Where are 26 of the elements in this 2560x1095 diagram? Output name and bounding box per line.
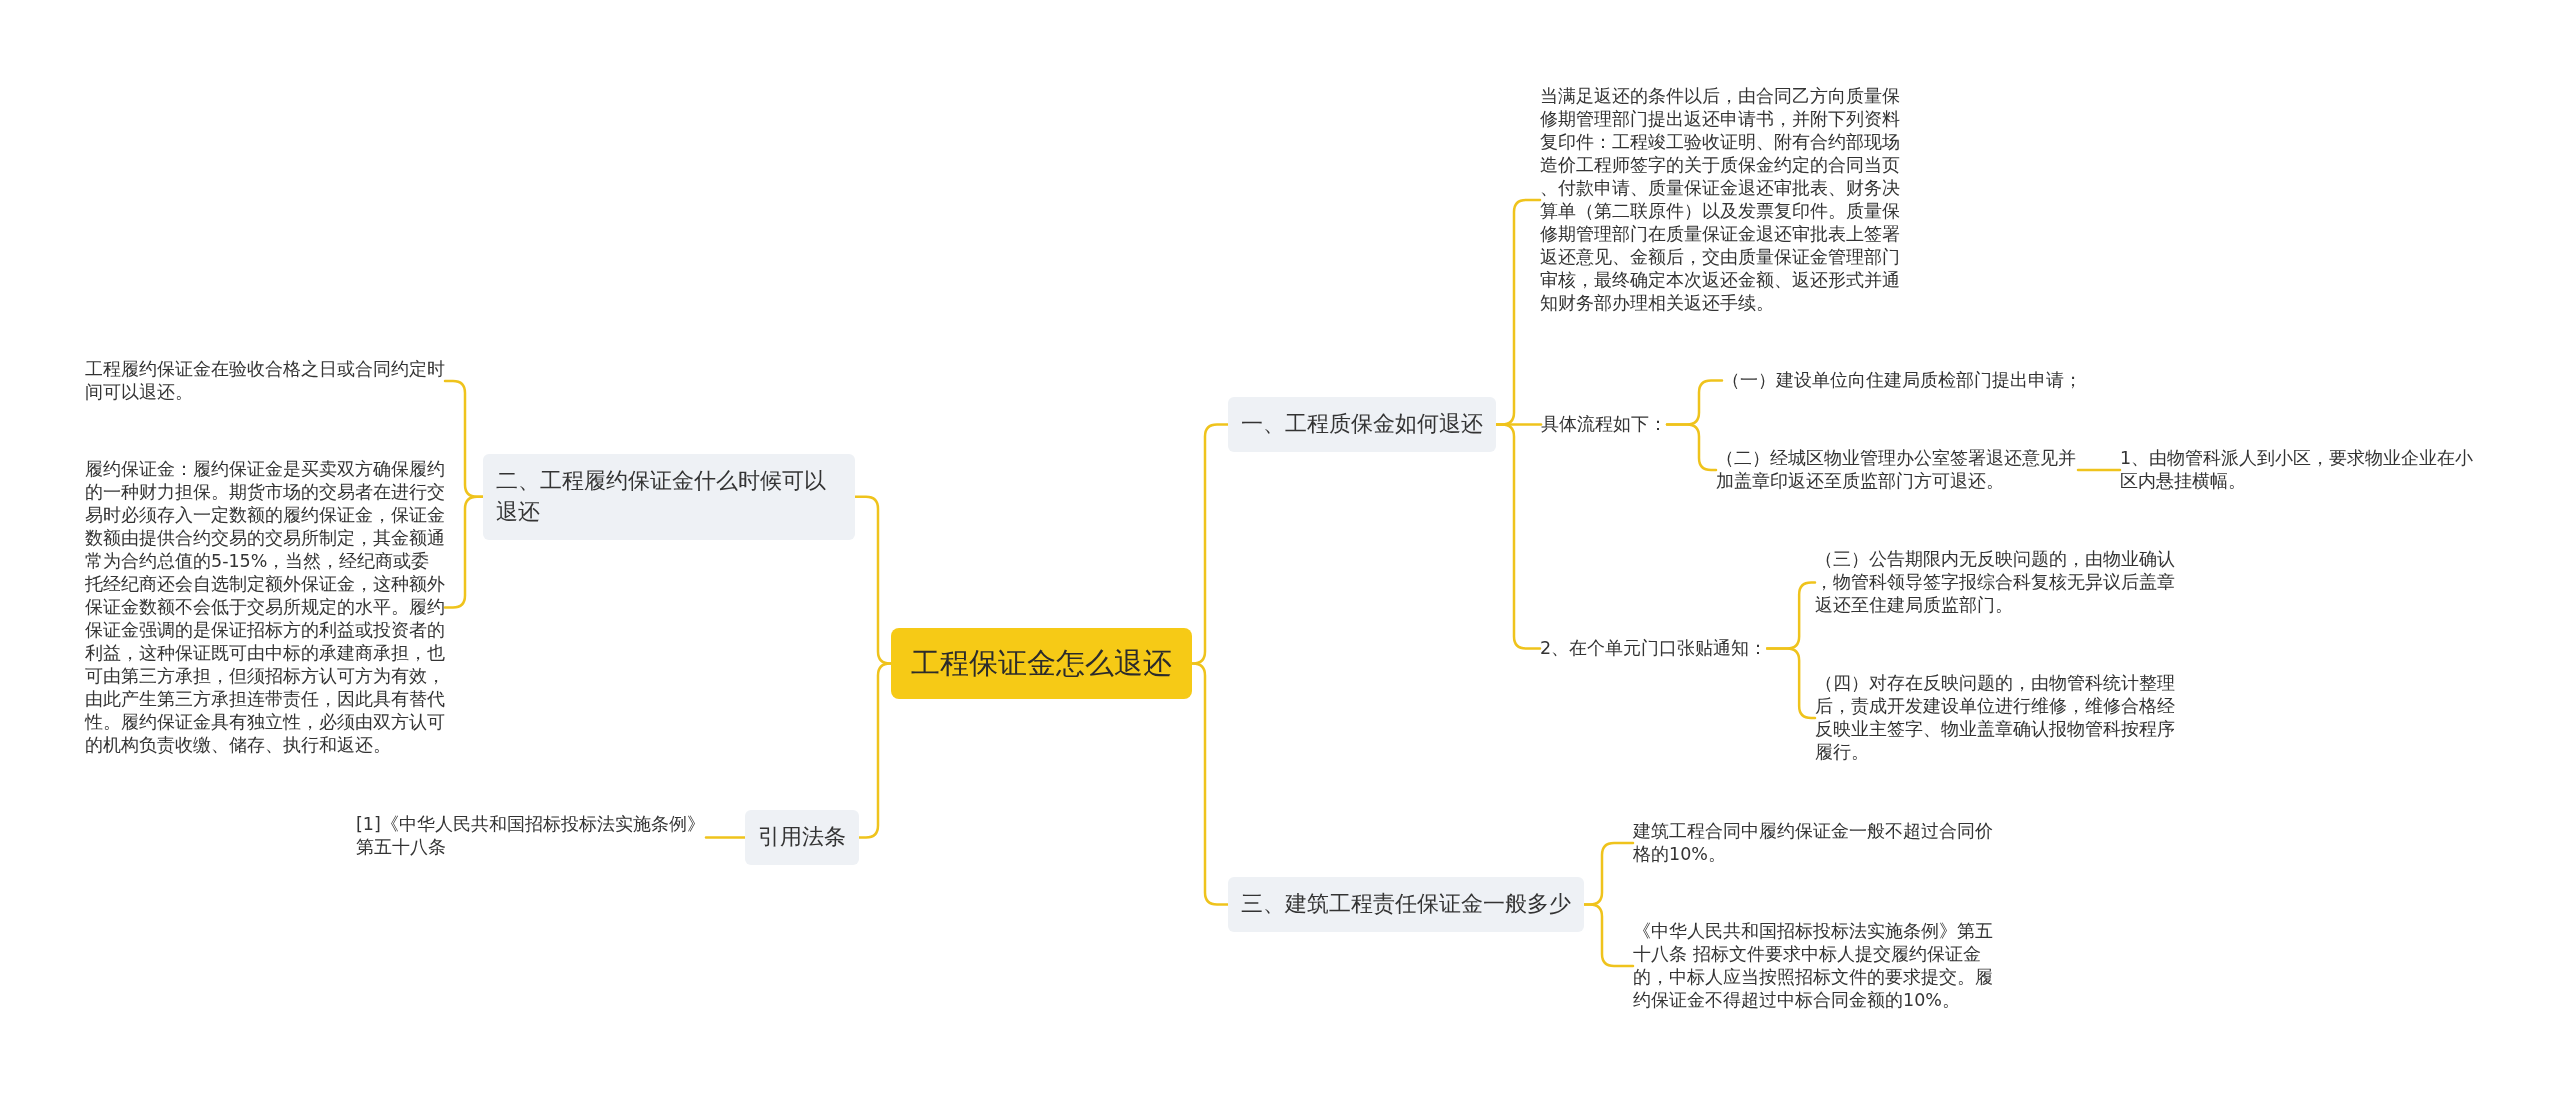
note-text: 1、由物管科派人到小区，要求物业企业在小区内悬挂横幅。 xyxy=(2120,447,2480,493)
note-text: （一）建设单位向住建局质检部门提出申请； xyxy=(1722,369,2082,392)
connector-line xyxy=(857,662,893,839)
connector-line xyxy=(2076,468,2122,472)
note-text: 工程履约保证金在验收合格之日或合同约定时间可以退还。 xyxy=(85,358,445,404)
note-text: 2、在个单元门口张贴通知： xyxy=(1540,637,1768,660)
note-text: （二）经城区物业管理办公室签署退还意见并加盖章印返还至质监部门方可退还。 xyxy=(1716,447,2078,493)
central-topic: 工程保证金怎么退还 xyxy=(891,628,1192,699)
connector-line xyxy=(704,836,747,839)
connector-line xyxy=(1494,423,1542,650)
connector-line xyxy=(1665,423,1718,472)
subtopic: 引用法条 xyxy=(745,810,859,865)
note-text: 《中华人民共和国招标投标法实施条例》第五十八条 招标文件要求中标人提交履约保证金的，中标人应当按照招标文件的要求提交。履约保证金不得超过中标合同金额的10%。 xyxy=(1633,920,1993,1012)
connector-line xyxy=(1582,903,1635,968)
subtopic: 三、建筑工程责任保证金一般多少 xyxy=(1228,877,1584,932)
note-text: 履约保证金：履约保证金是买卖双方确保履约的一种财力担保。期货市场的交易者在进行交易时必须存入一定数额的履约保证金，保证金数额由提供合约交易的交易所制定，其金额通常为合约总值的5-15%，当然，经纪商或委托经纪商还会自选制定额外保证金，这种额外保证金数额不会低于交易所规定的水平。履约保证金强调的是保证招标方的利益或投资者的利益，这种保证既可由中标的承建商承担，也可由第三方承担，但须招标方认可方为有效，由此产生第三方承担连带责任，因此具有替代性。履约保证金具有独立性，必须由双方认可的机构负责收缴、储存、执行和返还。 xyxy=(85,458,445,757)
note-text: 当满足返还的条件以后，由合同乙方向质量保修期管理部门提出返还申请书，并附下列资料复印件：工程竣工验收证明、附有合约部现场造价工程师签字的关于质保金约定的合同当页、付款申请、质量保证金退还审批表、财务决算单（第二联原件）以及发票复印件。质量保修期管理部门在质量保证金退还审批表上签署返还意见、金额后，交由质量保证金管理部门审核，最终确定本次返还金额、返还形式并通知财务部办理相关返还手续。 xyxy=(1540,85,1900,315)
note-text: 具体流程如下： xyxy=(1541,413,1667,436)
connector-line xyxy=(1190,662,1230,906)
note-text: （四）对存在反映问题的，由物管科统计整理后，责成开发建设单位进行维修，维修合格经反映业主签字、物业盖章确认报物管科按程序履行。 xyxy=(1815,672,2175,764)
note-text: （三）公告期限内无反映问题的，由物业确认，物管科领导签字报综合科复核无异议后盖章返还至住建局质监部门。 xyxy=(1815,548,2175,617)
note-text: 建筑工程合同中履约保证金一般不超过合同价格的10%。 xyxy=(1633,820,1993,866)
note-text: [1]《中华人民共和国招标投标法实施条例》第五十八条 xyxy=(356,813,706,859)
subtopic: 一、工程质保金如何退还 xyxy=(1228,397,1496,452)
connector-line xyxy=(443,495,485,609)
subtopic: 二、工程履约保证金什么时候可以退还 xyxy=(483,454,855,540)
